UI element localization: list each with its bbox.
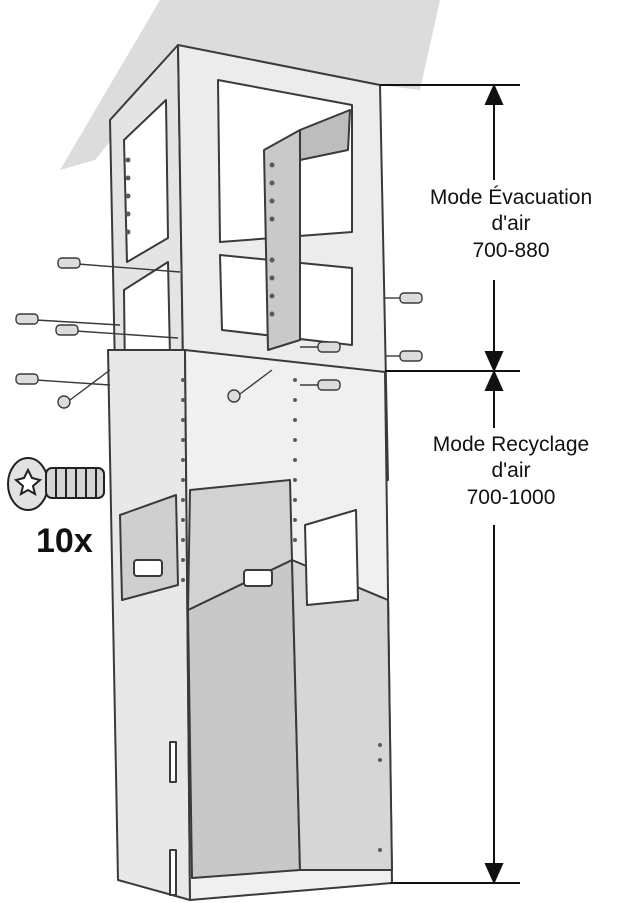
recycling-range: 700-1000: [466, 485, 556, 509]
screw-quantity: 10x: [36, 522, 93, 560]
recycling-air-label: d'air: [491, 459, 531, 483]
arrow-down-evacuation: [484, 351, 504, 373]
recycling-mode-title: Mode Recyclage: [432, 433, 590, 456]
torx-screw-icon: [7, 457, 105, 511]
arrow-down-recycling: [484, 863, 504, 885]
dimension-lines: [380, 83, 520, 885]
recycling-mode-label: Mode Recyclage d'air 700-1000: [402, 432, 620, 511]
evacuation-mode-label: Mode Évacuation d'air 700-880: [400, 185, 622, 264]
rivet-holes: [125, 157, 382, 852]
screws-with-leaders: [15, 257, 423, 409]
arrow-up-recycling: [484, 369, 504, 391]
arrow-up-evacuation: [484, 83, 504, 105]
evacuation-mode-title: Mode Évacuation: [429, 186, 593, 209]
ceiling-shadow: [60, 0, 440, 170]
evacuation-air-label: d'air: [491, 212, 531, 236]
evacuation-range: 700-880: [472, 238, 550, 262]
lower-shell: [107, 349, 393, 901]
